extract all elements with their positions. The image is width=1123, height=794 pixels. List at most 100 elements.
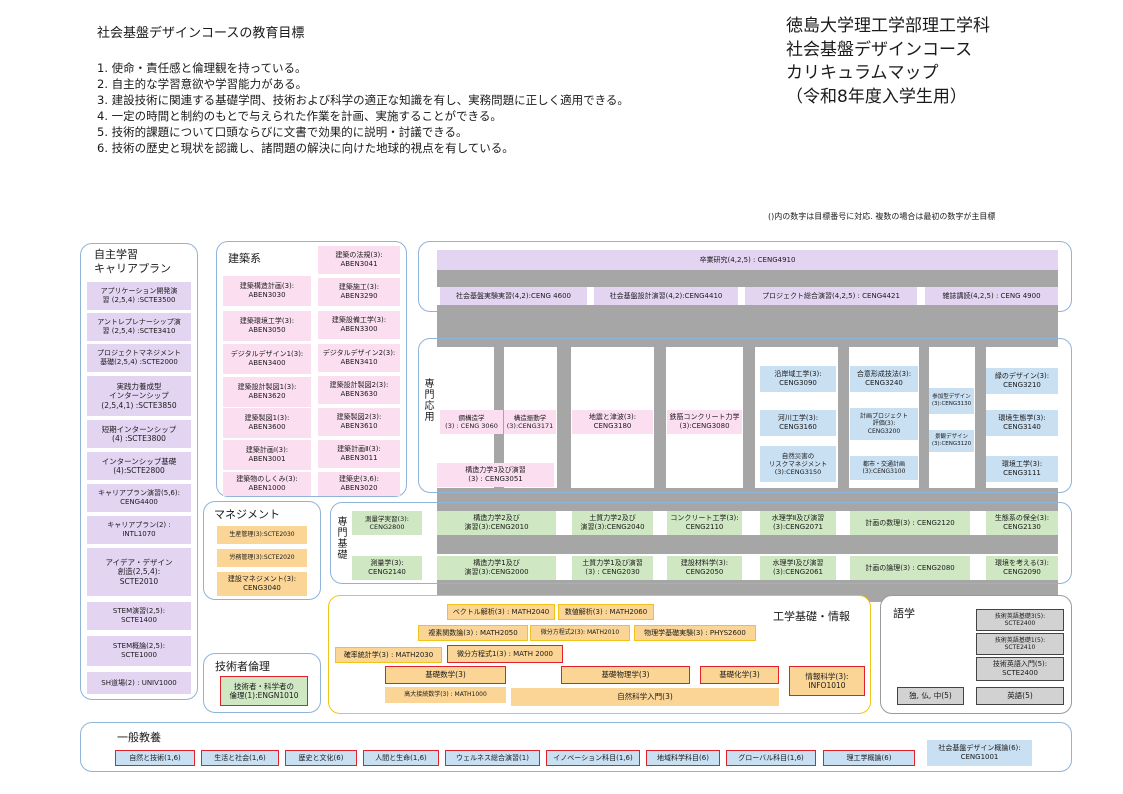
goal-item: 3. 建設技術に関連する基礎学問、技術および科学の適正な知識を有し、実務問題に正… — [97, 93, 629, 107]
course-box: 人間と生命(1,6) — [363, 750, 439, 766]
course-box: 沿岸域工学(3): CENG3090 — [760, 366, 836, 392]
title-line: （令和8年度入学生用） — [786, 86, 967, 107]
course-box: イノベーション科目(1,6) — [546, 750, 640, 766]
course-box: 微分方程式1(3) : MATH 2000 — [447, 645, 563, 663]
course-box: 社会基盤デザイン概論(6): CENG1001 — [927, 740, 1032, 766]
course-box: 実践力養成型 インターンシップ (2,5,4,1) :SCTE3850 — [87, 376, 191, 416]
course-box: 建築の法規(3): ABEN3041 — [318, 246, 400, 274]
course-box: キャリアプラン(2) : INTL1070 — [87, 516, 191, 544]
course-box: 建築物のしくみ(3): ABEN1000 — [223, 472, 311, 496]
course-box: SH道場(2) : UNIV1000 — [87, 672, 191, 694]
course-box: 建築設備工学(3): ABEN3300 — [318, 311, 400, 339]
course-box: 建築史(3,6): ABEN3020 — [318, 472, 400, 496]
course-box: 建築計画Ⅰ(3): ABEN3001 — [223, 440, 311, 470]
title-line: 徳島大学理工学部理工学科 — [786, 16, 990, 36]
course-box: 緑のデザイン(3): CENG3210 — [986, 368, 1058, 394]
course-box: 地震と津波(3): CENG3180 — [572, 410, 653, 434]
course-box: 計画プロジェクト 評価(3): CENG3200 — [850, 408, 918, 440]
course-box: アイデア・デザイン 創造(2,5,4): SCTE2010 — [87, 548, 191, 596]
language-title: 語学 — [893, 607, 915, 620]
goals-list: 1. 使命・責任感と倫理観を持っている。 2. 自主的な学習意欲や学習能力がある… — [97, 60, 629, 156]
course-box: デジタルデザイン2(3): ABEN3410 — [318, 344, 400, 372]
course-box: 測量学(3): CENG2140 — [352, 556, 422, 580]
connector-column — [838, 347, 849, 488]
course-box: 技術者・科学者の 倫理(1):ENGN1010 — [220, 676, 308, 706]
course-box: 建築環境工学(3): ABEN3050 — [223, 311, 311, 341]
course-box: 基礎化学(3) — [700, 666, 779, 684]
course-box: 微分方程式2(3): MATH2010 — [530, 625, 630, 641]
course-box: 技術英語基礎1(5): SCTE2410 — [976, 633, 1064, 655]
course-box: 河川工学(3): CENG3160 — [760, 410, 836, 436]
applied-panel — [418, 338, 1072, 493]
connector-band — [437, 305, 1058, 347]
course-box: 建設材料学(3): CENG2050 — [667, 556, 742, 580]
course-box: 建築設計製図2(3): ABEN3630 — [318, 376, 400, 404]
course-box: アントレプレナーシップ演 習 (2,5,4) :SCTE3410 — [87, 313, 191, 341]
course-box: 技術英語入門(5): SCTE2400 — [976, 657, 1064, 681]
course-box: ベクトル解析(3) : MATH2040 — [447, 604, 555, 620]
ethics-title: 技術者倫理 — [215, 660, 270, 673]
course-box: プロジェクト総合演習(4,2,5) : CENG4421 — [745, 287, 917, 305]
course-box: デジタルデザイン1(3): ABEN3400 — [223, 344, 311, 374]
course-box: 複素関数論(3) : MATH2050 — [418, 625, 528, 641]
course-box: 生態系の保全(3): CENG2130 — [986, 511, 1058, 535]
course-box: 測量学実習(3): CENG2800 — [352, 511, 422, 535]
course-box: インターンシップ基礎 (4):SCTE2800 — [87, 452, 191, 480]
basic-label: 専門基礎 — [335, 516, 346, 560]
course-box: 計画の論理(3) : CENG2080 — [850, 556, 970, 580]
connector-band — [437, 270, 1058, 287]
connector-band — [437, 488, 1058, 511]
course-box: 自然災害の リスクマネジメント (3):CENG3150 — [760, 446, 836, 482]
course-box: 鋼構造学 (3) : CENG 3060 — [440, 410, 503, 434]
course-box: 地域科学科目(6) — [646, 750, 720, 766]
connector-band — [437, 535, 1058, 554]
general-title: 一般教養 — [117, 731, 161, 744]
course-box: 建築構造計画(3): ABEN3030 — [223, 276, 311, 306]
course-box: 歴史と文化(6) — [285, 750, 357, 766]
course-box: 自然科学入門(3) — [511, 688, 779, 706]
course-box: 基礎数学(3) — [385, 666, 506, 684]
course-box: 構造振動学 (3):CENG3171 — [504, 410, 556, 434]
course-box: 建築製図1(3): ABEN3600 — [223, 408, 311, 438]
course-box: 水理学Ⅰ及び演習 (3):CENG2061 — [760, 556, 836, 580]
connector-column — [975, 347, 986, 488]
course-box: 計画の数理(3) : CENG2120 — [850, 511, 970, 535]
course-box: 合意形成技法(3): CENG3240 — [850, 366, 918, 392]
title-line: カリキュラムマップ — [786, 63, 939, 83]
course-box: キャリアプラン演習(5,6): CENG4400 — [87, 484, 191, 512]
course-box: 基礎物理学(3) — [561, 666, 690, 684]
course-box: 土質力学1及び演習 (3) : CENG2030 — [572, 556, 653, 580]
course-box: 構造力学3及び演習 (3) : CENG3051 — [437, 463, 554, 487]
course-box: 建築施工(3): ABEN3290 — [318, 278, 400, 306]
course-box: 技術英語基礎3(5): SCTE2400 — [976, 609, 1064, 631]
course-box: 環境工学(3): CENG3111 — [986, 456, 1058, 482]
goal-item: 2. 自主的な学習意欲や学習能力がある。 — [97, 77, 308, 91]
course-box: 英語(5) — [976, 687, 1064, 705]
management-title: マネジメント — [214, 508, 280, 521]
document-title: 徳島大学理工学部理工学科 社会基盤デザインコース カリキュラムマップ （令和8年… — [786, 15, 990, 109]
title-line: 社会基盤デザインコース — [786, 39, 973, 60]
course-box: 高大接続数学(3) : MATH1000 — [385, 687, 506, 703]
course-box: 独, 仏, 中(5) — [897, 687, 964, 705]
course-box: 理工学概論(6) — [823, 750, 915, 766]
course-box: 建築製図2(3): ABEN3610 — [318, 408, 400, 436]
course-box: 生活と社会(1,6) — [201, 750, 279, 766]
connector-column — [919, 347, 929, 488]
course-box: 短期インターンシップ (4) :SCTE3800 — [87, 420, 191, 448]
course-box: 雑誌講読(4,2,5) : CENG 4900 — [925, 287, 1058, 305]
course-box: 環境生態学(3): CENG3140 — [986, 410, 1058, 436]
course-box: 生産管理(3):SCTE2030 — [217, 526, 307, 544]
engineering-title: 工学基礎・情報 — [773, 610, 850, 623]
goal-item: 1. 使命・責任感と倫理観を持っている。 — [97, 61, 307, 75]
applied-label: 専門応用 — [422, 378, 433, 422]
course-box: 労務管理(3):SCTE2020 — [217, 549, 307, 567]
course-box: 建築計画Ⅱ(3): ABEN3011 — [318, 440, 400, 468]
course-box: 土質力学2及び 演習(3):CENG2040 — [572, 511, 653, 535]
basic-panel — [330, 502, 1072, 584]
connector-column — [557, 347, 571, 488]
course-box: 構造力学1及び 演習(3):CENG2000 — [437, 556, 556, 580]
goal-item: 4. 一定の時間と制約のもとで与えられた作業を計画、実施することができる。 — [97, 109, 502, 123]
course-box: 社会基盤実験実習(4,2):CENG 4600 — [440, 287, 587, 305]
course-box: 環境を考える(3): CENG2090 — [986, 556, 1058, 580]
course-box: 建築設計製図1(3): ABEN3620 — [223, 377, 311, 407]
